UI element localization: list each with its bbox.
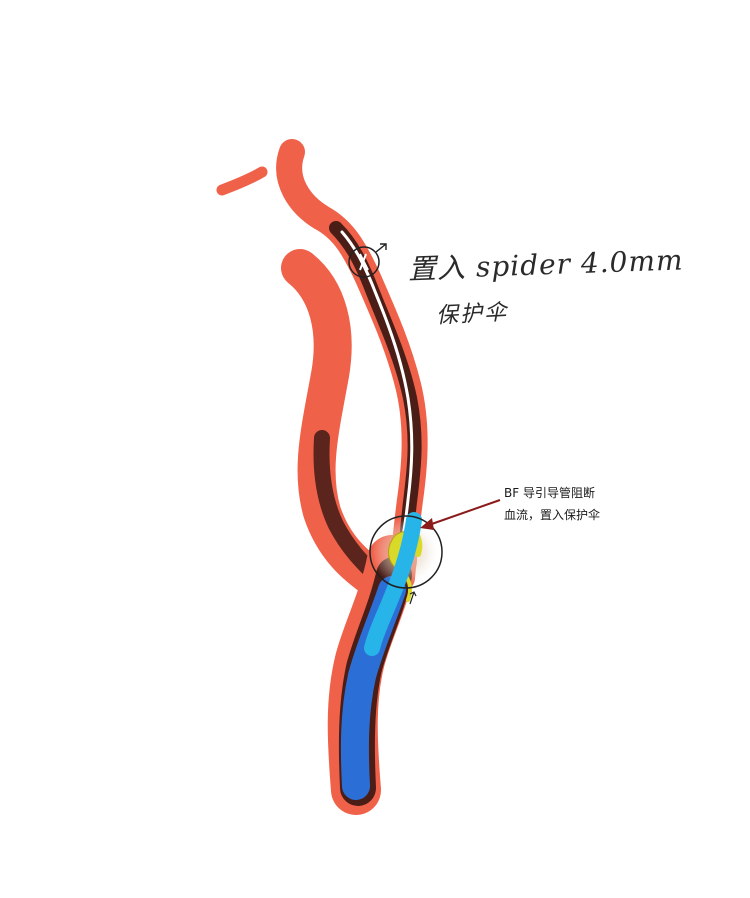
- filter-circle: [348, 246, 380, 278]
- filter-pointer-arrow: [375, 243, 387, 253]
- bf-arrow-head: [420, 518, 434, 530]
- bf-arrow-shaft: [425, 499, 501, 527]
- filter-device: [359, 253, 369, 271]
- small-arrow-mark: [409, 591, 417, 605]
- bf-annotation-line1: BF 导引导管阻断: [504, 486, 595, 500]
- filter-annotation-line2: 保护伞: [435, 300, 509, 329]
- catheter-tip: [364, 512, 422, 656]
- bf-annotation-line2: 血流，置入保护伞: [504, 508, 601, 522]
- stenosis-circle: [369, 515, 443, 589]
- vessel-fragment: [216, 166, 268, 196]
- external-carotid-lumen: [313, 430, 384, 584]
